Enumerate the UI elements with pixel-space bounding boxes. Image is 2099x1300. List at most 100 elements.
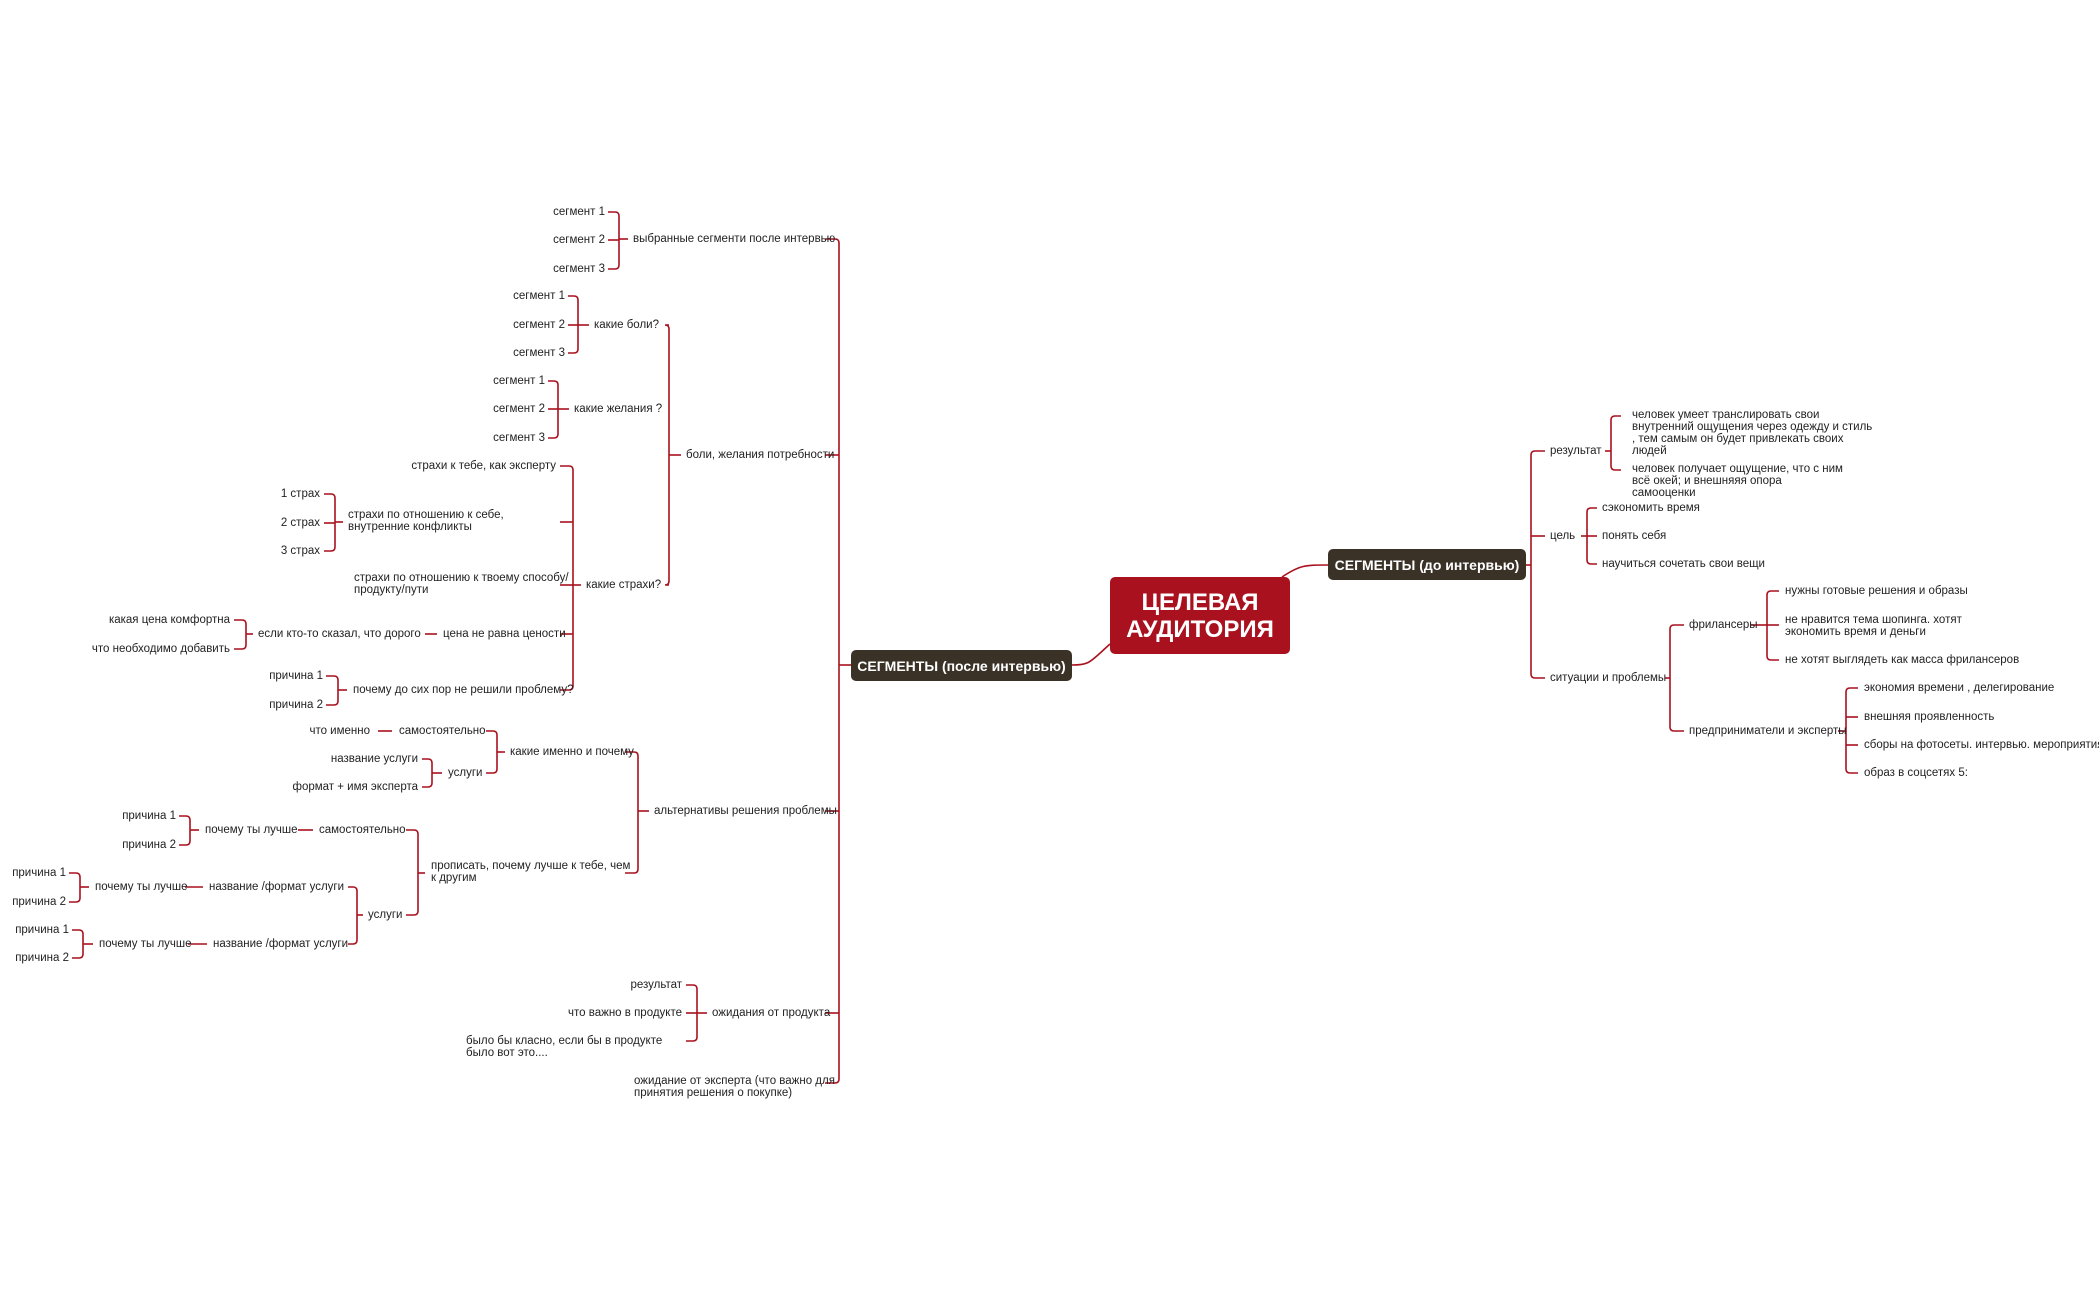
freelancers-item-3[interactable]: не хотят выглядеть как масса фрилансеров: [1785, 654, 2020, 666]
desires-seg-1[interactable]: сегмент 1: [493, 375, 545, 387]
price-comfortable[interactable]: какая цена комфортна: [108, 614, 230, 626]
connector-1: [1071, 643, 1111, 666]
entrepreneurs-item-4[interactable]: образ в соцсетях 5:: [1864, 767, 1968, 779]
connector-101: [348, 886, 358, 892]
connector-4: [1530, 673, 1545, 679]
connector-8: [1610, 465, 1621, 471]
connector-89: [422, 782, 433, 788]
connector-25: [1845, 687, 1858, 693]
price-add[interactable]: что необходимо добавить: [91, 643, 230, 655]
fear-1[interactable]: 1 страх: [280, 488, 320, 500]
topic-pains-desires-needs[interactable]: боли, желания потребности: [686, 449, 835, 461]
price-said-expensive[interactable]: если кто-то сказал, что дорого: [258, 628, 421, 640]
desires-seg-2[interactable]: сегмент 2: [493, 403, 545, 415]
connector-16: [1669, 624, 1684, 630]
pains-seg-3[interactable]: сегмент 3: [513, 347, 565, 359]
goal-item-1[interactable]: сэкономить время: [1602, 502, 1700, 514]
connector-111: [72, 929, 84, 935]
expect-nice-to-have[interactable]: было бы класно, если бы в продукте было …: [466, 1035, 663, 1059]
better-service-a[interactable]: название /формат услуги: [209, 881, 345, 893]
alt-service-name[interactable]: название услуги: [330, 753, 418, 765]
main-topic-right[interactable]: СЕГМЕНТЫ (до интервью): [1328, 549, 1526, 580]
goal-item-2[interactable]: понять себя: [1602, 530, 1667, 542]
connector-13: [1586, 559, 1597, 565]
goal-item-3[interactable]: научиться сочетать свои вещи: [1602, 558, 1765, 570]
topic-entrepreneurs[interactable]: предприниматели и эксперты: [1689, 725, 1847, 737]
entrepreneurs-item-1[interactable]: экономия времени , делегирование: [1864, 682, 2055, 694]
topic-freelancers[interactable]: фрилансеры: [1689, 619, 1758, 631]
topic-why-not-solved[interactable]: почему до сих пор не решили проблему?: [353, 684, 574, 696]
entrepreneurs-item-3[interactable]: сборы на фотосеты. интервью. мероприятия: [1864, 739, 2099, 751]
topic-which-and-why[interactable]: какие именно и почему: [510, 746, 634, 758]
fears-method[interactable]: страхи по отношению к твоему способу/ пр…: [354, 572, 569, 596]
topic-expert-expectation[interactable]: ожидание от эксперта (что важно для прин…: [634, 1075, 835, 1099]
freelancers-item-1[interactable]: нужны готовые решения и образы: [1785, 585, 1968, 597]
connector-50: [568, 348, 579, 354]
selected-seg-3[interactable]: сегмент 3: [553, 263, 605, 275]
better-self-reason-1[interactable]: причина 1: [122, 810, 176, 822]
topic-why-better[interactable]: прописать, почему лучше к тебе, чем к др…: [431, 860, 631, 884]
topic-goal[interactable]: цель: [1550, 530, 1576, 542]
alt-services[interactable]: услуги: [448, 767, 483, 779]
fears-self[interactable]: страхи по отношению к себе, внутренние к…: [348, 509, 504, 533]
connector-71: [234, 619, 247, 625]
topic-situations[interactable]: ситуации и проблемы: [1550, 672, 1667, 684]
alt-service-format[interactable]: формат + имя эксперта: [292, 781, 418, 793]
connector-98: [179, 840, 191, 846]
connector-7: [1610, 415, 1621, 421]
why-not-reason-1[interactable]: причина 1: [269, 670, 323, 682]
root-node[interactable]: ЦЕЛЕВАЯ АУДИТОРИЯ: [1110, 577, 1290, 654]
pains-seg-1[interactable]: сегмент 1: [513, 290, 565, 302]
connector-107: [69, 897, 81, 903]
better-service-a-reason-2[interactable]: причина 2: [12, 896, 66, 908]
selected-seg-2[interactable]: сегмент 2: [553, 234, 605, 246]
topic-alternatives[interactable]: альтернативы решения проблемы: [654, 805, 837, 817]
connector-11: [1586, 507, 1597, 513]
connector-117: [686, 1036, 698, 1042]
fears-expert[interactable]: страхи к тебе, как эксперту: [411, 460, 556, 472]
connector-2: [1530, 450, 1545, 456]
alt-self-what[interactable]: что именно: [309, 725, 370, 737]
topic-which-pains[interactable]: какие боли?: [594, 319, 659, 331]
topic-price-not-value[interactable]: цена не равна цености: [443, 628, 566, 640]
why-not-reason-2[interactable]: причина 2: [269, 699, 323, 711]
expect-important[interactable]: что важно в продукте: [568, 1007, 682, 1019]
topic-which-desires[interactable]: какие желания ?: [574, 403, 663, 415]
better-service-b[interactable]: название /формат услуги: [213, 938, 349, 950]
expect-result[interactable]: результат: [630, 979, 682, 991]
result-item-2[interactable]: человек получает ощущение, что с ним всё…: [1632, 463, 1843, 499]
better-services[interactable]: услуги: [368, 909, 403, 921]
connector-76: [326, 700, 339, 706]
topic-selected-segments[interactable]: выбранные сегменти после интервью: [633, 233, 836, 245]
result-item-1[interactable]: человек умеет транслировать свои внутрен…: [1632, 409, 1873, 457]
topic-which-fears[interactable]: какие страхи?: [586, 579, 662, 591]
topic-result[interactable]: результат: [1550, 445, 1602, 457]
better-service-b-reason-1[interactable]: причина 1: [15, 924, 69, 936]
better-self-why[interactable]: почему ты лучше: [205, 824, 298, 836]
better-service-b-reason-2[interactable]: причина 2: [15, 952, 69, 964]
connector-53: [548, 380, 559, 386]
better-service-a-why[interactable]: почему ты лучше: [95, 881, 188, 893]
freelancers-item-2[interactable]: не нравится тема шопинга. хотят экономит…: [1785, 614, 1962, 638]
fear-3[interactable]: 3 страх: [280, 545, 320, 557]
better-self-reason-2[interactable]: причина 2: [122, 839, 176, 851]
alt-self[interactable]: самостоятельно: [399, 725, 486, 737]
desires-seg-3[interactable]: сегмент 3: [493, 432, 545, 444]
connector-40: [608, 264, 620, 270]
connector-67: [324, 546, 336, 552]
better-self[interactable]: самостоятельно: [319, 824, 406, 836]
pains-seg-2[interactable]: сегмент 2: [513, 319, 565, 331]
connector-102: [348, 939, 358, 945]
better-service-a-reason-1[interactable]: причина 1: [12, 867, 66, 879]
selected-seg-1[interactable]: сегмент 1: [553, 206, 605, 218]
connector-0: [1281, 564, 1329, 578]
connector-112: [72, 953, 84, 959]
topic-product-expectations[interactable]: ожидания от продукта: [712, 1007, 831, 1019]
connector-22: [1766, 655, 1779, 661]
connector-72: [234, 644, 247, 650]
connector-83: [486, 730, 498, 736]
fear-2[interactable]: 2 страх: [280, 517, 320, 529]
better-service-b-why[interactable]: почему ты лучше: [99, 938, 192, 950]
entrepreneurs-item-2[interactable]: внешняя проявленность: [1864, 711, 1995, 723]
main-topic-left[interactable]: СЕГМЕНТЫ (после интервью): [851, 650, 1072, 681]
